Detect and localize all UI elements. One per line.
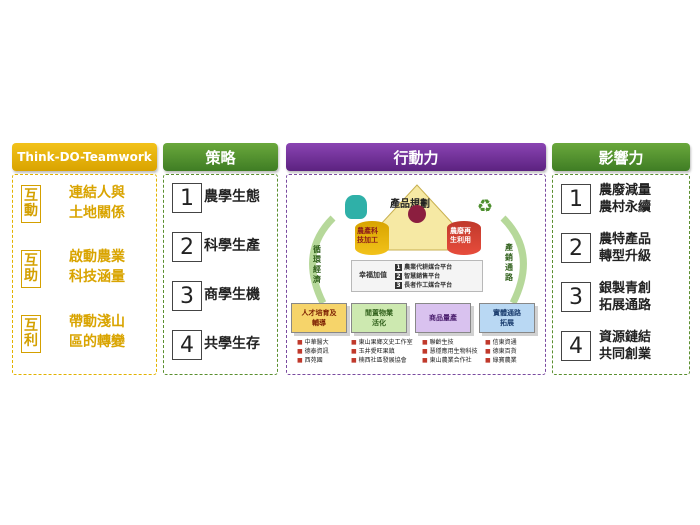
strategy-label-4: 共學生存 <box>204 336 260 352</box>
text-huli: 帶動淺山 區的轉變 <box>69 314 125 350</box>
flask-icon <box>345 195 367 219</box>
impact-label-2: 農特產品 轉型升級 <box>599 232 652 264</box>
list-property-item: 楠西社區發展協會 <box>351 356 413 365</box>
impact-label-1: 農廢減量 農村永續 <box>599 183 652 215</box>
list-property-item: 玉井愛旺果鎮 <box>351 347 413 356</box>
list-talent-item: 德泰資訊 <box>297 347 329 356</box>
strategy-number-1: 1 <box>172 183 202 213</box>
impact-number-3: 3 <box>561 282 591 312</box>
text-huzhu: 啟動農業 科技涵量 <box>69 249 125 285</box>
tag-hudong: 互 動 <box>21 185 41 223</box>
cylinder-left-label: 農產科 技加工 <box>357 227 378 244</box>
platform-title: 幸福加值 <box>359 271 387 279</box>
panel-strategy: 策略 1 農學生態 2 科學生產 3 商學生機 4 共學生存 <box>163 143 278 375</box>
platform-box <box>351 260 483 292</box>
platform-3-text: 長者作工媒合平台 <box>404 282 453 289</box>
card-mass-production: 商品量產 <box>415 303 471 333</box>
platform-2-text: 智慧銷售平台 <box>404 273 441 280</box>
left-cycle-arrow <box>309 215 336 305</box>
strategy-label-3: 商學生機 <box>204 287 260 303</box>
panel-box-think-do: 互 動 連結人與 土地關係 互 助 啟動農業 科技涵量 互 利 帶動淺山 區的轉… <box>12 174 157 375</box>
cylinder-left <box>355 221 389 255</box>
list-channel-item: 綠寶農業 <box>485 356 517 365</box>
text-hudong: 連結人與 土地關係 <box>69 185 125 221</box>
list-talent: 中華醫大 德泰資訊 西苑國 <box>297 338 329 365</box>
list-talent-item: 西苑國 <box>297 356 329 365</box>
platform-2: 2 智慧銷售平台 <box>395 271 440 280</box>
recycle-icon: ♻ <box>477 196 494 217</box>
panel-header-impact: 影響力 <box>552 143 690 171</box>
panel-think-do: Think-DO-Teamwork 互 動 連結人與 土地關係 互 助 啟動農業… <box>12 143 157 375</box>
panel-box-action: 產品規劃 農產科 技加工 農廢再 生利用 ♻ 循 環 經 濟 產 銷 通 路 幸… <box>286 174 546 375</box>
tag-huzhu: 互 助 <box>21 250 41 288</box>
list-channel-item: 信東資通 <box>485 338 517 347</box>
impact-label-3: 銀製青創 拓展通路 <box>599 281 652 313</box>
platform-3: 3 長者作工媒合平台 <box>395 280 452 289</box>
list-mass-item: 東山農業合作社 <box>422 356 478 365</box>
platform-1-text: 農業代耕媒合平台 <box>404 264 453 271</box>
cylinder-right-label: 農廢再 生利用 <box>450 227 471 244</box>
platform-2-num: 2 <box>395 273 402 280</box>
right-arrow-label: 產 銷 通 路 <box>505 243 513 282</box>
panel-action: 行動力 產品規劃 農產科 技加工 農廢再 生利用 ♻ 循 環 經 濟 產 銷 通… <box>286 143 546 375</box>
impact-number-1: 1 <box>561 184 591 214</box>
impact-number-4: 4 <box>561 331 591 361</box>
card-channel: 實體通路 拓展 <box>479 303 535 333</box>
platform-3-num: 3 <box>395 282 402 289</box>
tag-huli: 互 利 <box>21 315 41 353</box>
cylinder-right <box>447 221 481 255</box>
center-label: 產品規劃 <box>390 199 430 210</box>
panel-box-impact: 1 農廢減量 農村永續 2 農特產品 轉型升級 3 銀製青創 拓展通路 4 資源… <box>552 174 690 375</box>
strategy-label-1: 農學生態 <box>204 189 260 205</box>
platform-1-num: 1 <box>395 264 402 271</box>
list-property-item: 東山果鄉文史工作室 <box>351 338 413 347</box>
panel-header-think-do: Think-DO-Teamwork <box>12 143 157 171</box>
platform-1: 1 農業代耕媒合平台 <box>395 262 452 271</box>
fruit-icon <box>408 205 426 223</box>
list-mass-item: 聯齡生技 <box>422 338 478 347</box>
panel-box-strategy: 1 農學生態 2 科學生產 3 商學生機 4 共學生存 <box>163 174 278 375</box>
panel-impact: 影響力 1 農廢減量 農村永續 2 農特產品 轉型升級 3 銀製青創 拓展通路 … <box>552 143 690 375</box>
list-channel-item: 德東百貨 <box>485 347 517 356</box>
list-mass-production: 聯齡生技 慧穩應用生物科技 東山農業合作社 <box>422 338 478 365</box>
strategy-number-3: 3 <box>172 281 202 311</box>
impact-number-2: 2 <box>561 233 591 263</box>
list-talent-item: 中華醫大 <box>297 338 329 347</box>
left-arrow-label: 循 環 經 濟 <box>313 245 321 284</box>
strategy-number-2: 2 <box>172 232 202 262</box>
card-property: 閒置物業 活化 <box>351 303 407 333</box>
panel-header-action: 行動力 <box>286 143 546 171</box>
right-cycle-arrow <box>500 215 527 305</box>
card-talent: 人才培育及 輔導 <box>291 303 347 333</box>
list-property: 東山果鄉文史工作室 玉井愛旺果鎮 楠西社區發展協會 <box>351 338 413 365</box>
impact-label-4: 資源鏈結 共同創業 <box>599 330 652 362</box>
panel-header-strategy: 策略 <box>163 143 278 171</box>
strategy-number-4: 4 <box>172 330 202 360</box>
strategy-label-2: 科學生產 <box>204 238 260 254</box>
list-channel: 信東資通 德東百貨 綠寶農業 <box>485 338 517 365</box>
list-mass-item: 慧穩應用生物科技 <box>422 347 478 356</box>
